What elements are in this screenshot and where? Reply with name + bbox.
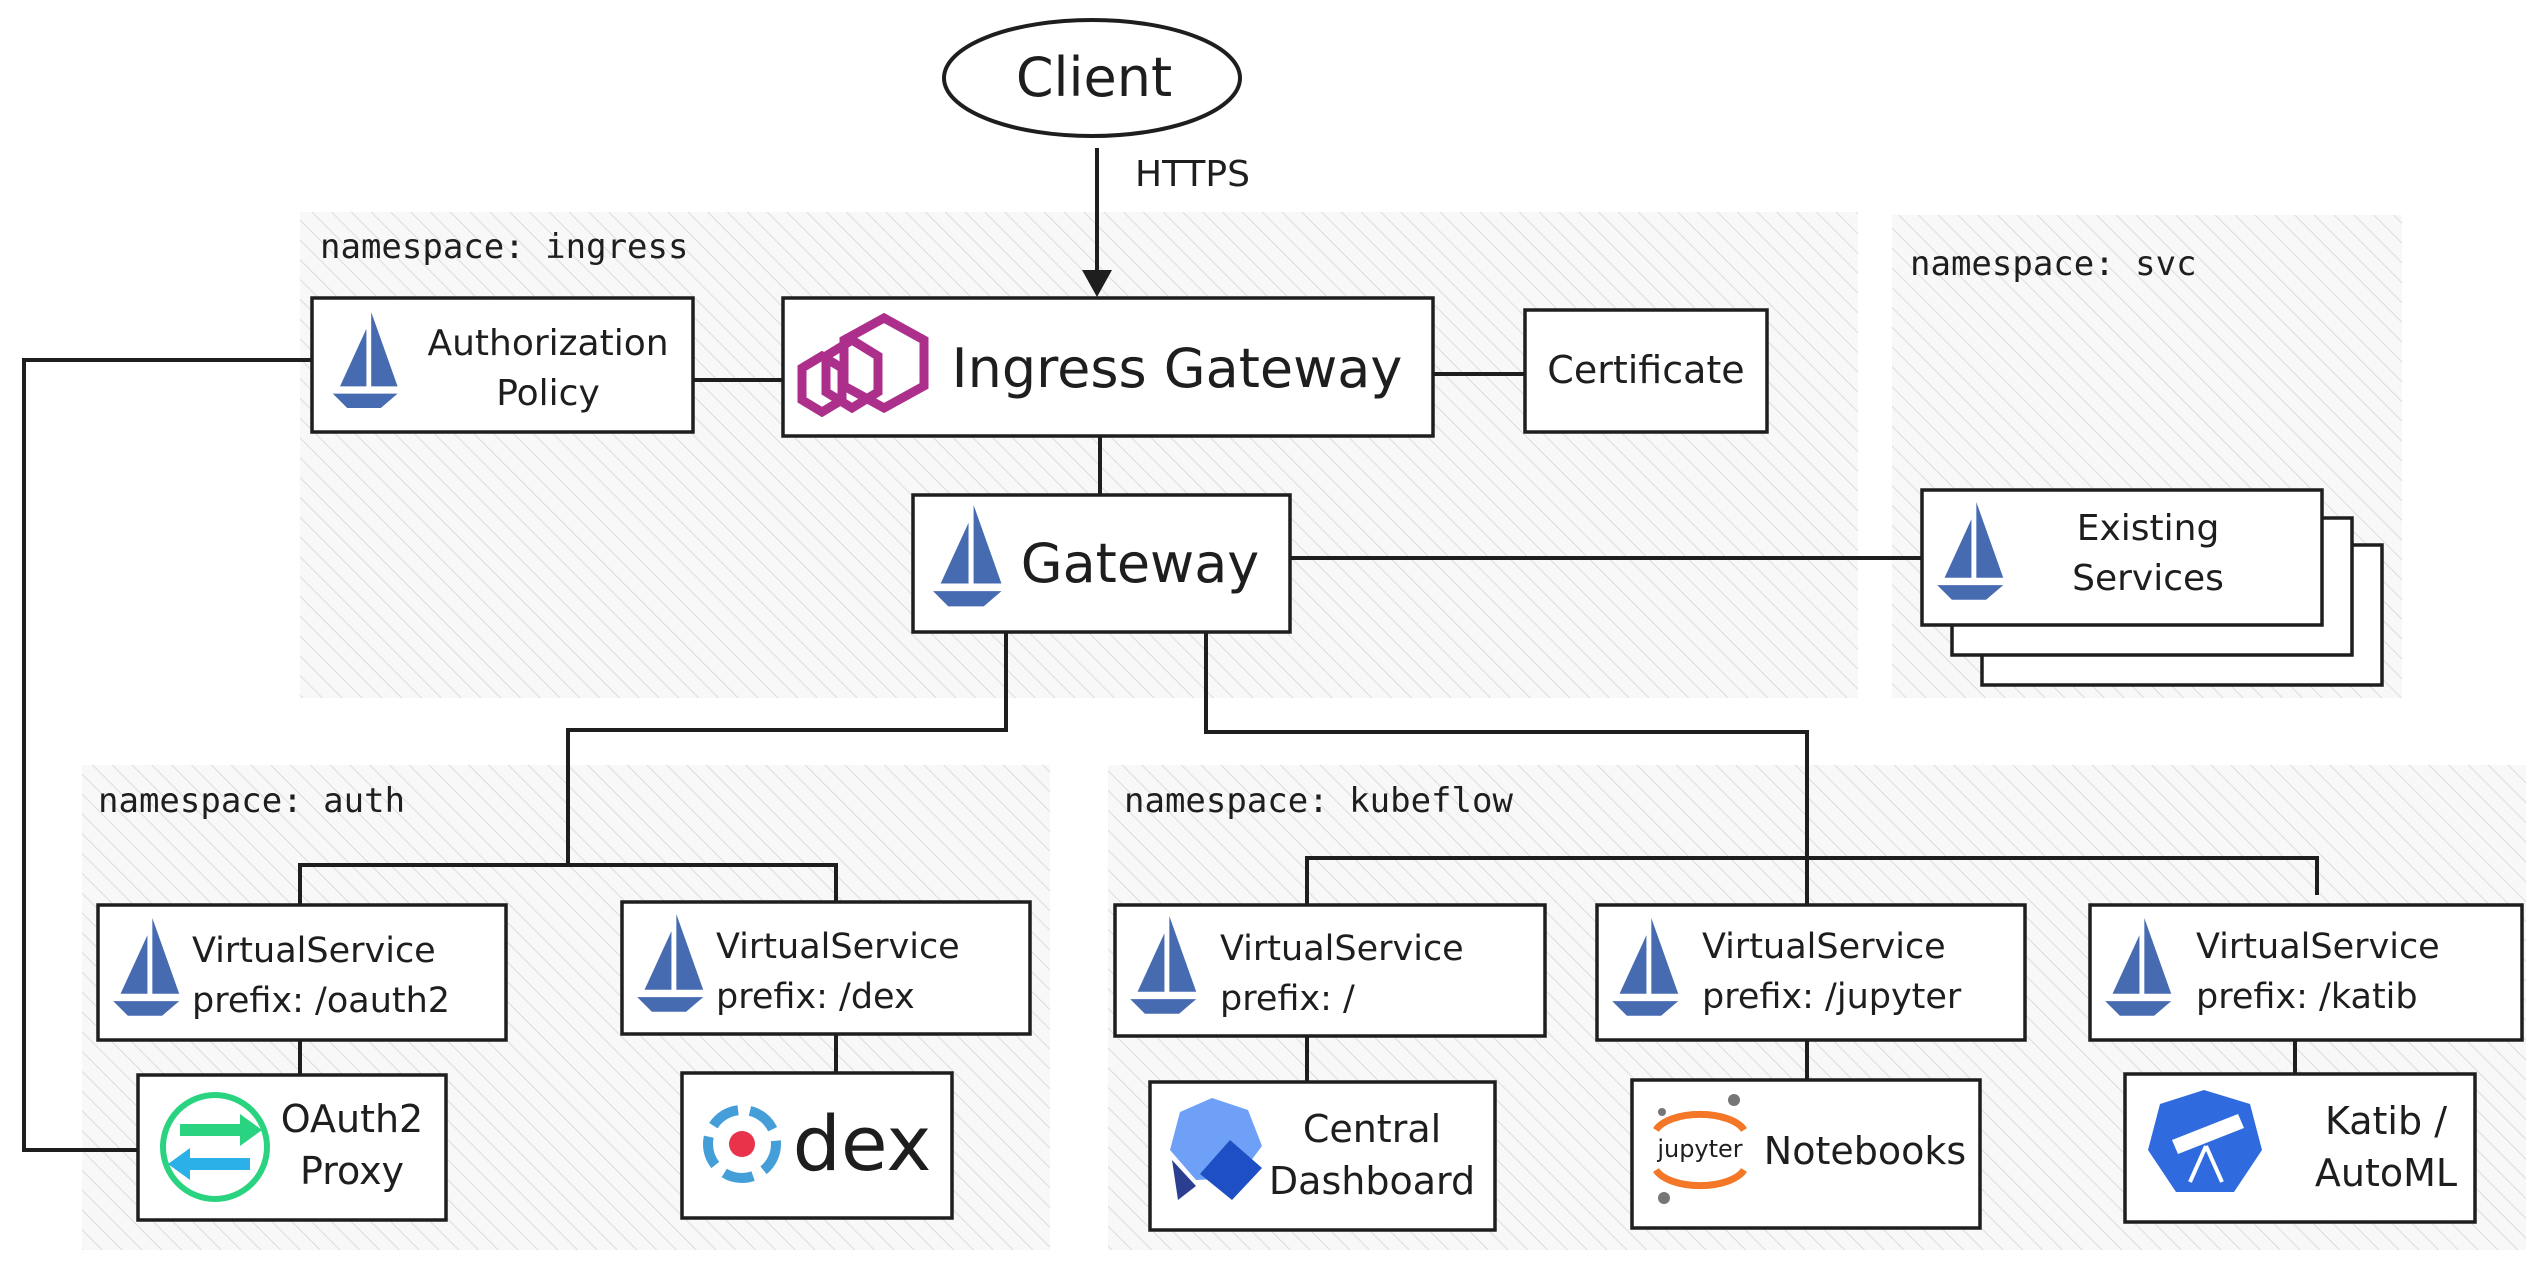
vs-root-line2: prefix: / [1220, 979, 1355, 1019]
katib-logo-icon [2148, 1090, 2262, 1192]
notebooks-node: jupyter Notebooks [1630, 1078, 1982, 1230]
katib-line1: Katib / [2325, 1099, 2447, 1143]
existing-services-line2: Services [2072, 558, 2224, 599]
client-label: Client [1016, 46, 1172, 109]
oauth2-proxy-node: OAuth2 Proxy [136, 1073, 448, 1222]
vs-root-line1: VirtualService [1220, 929, 1464, 969]
namespace-ingress-label: namespace: ingress [320, 227, 688, 267]
namespace-svc-label: namespace: svc [1910, 244, 2197, 284]
envoy-icon [797, 312, 929, 418]
oauth2-proxy-line2: Proxy [300, 1149, 404, 1193]
vs-dex-line2: prefix: /dex [716, 977, 915, 1017]
virtualservice-root-node: VirtualService prefix: / [1113, 903, 1547, 1038]
dex-node: dex [680, 1071, 954, 1220]
dex-label: dex [793, 1099, 932, 1188]
certificate-node: Certificate [1523, 308, 1769, 434]
notebooks-label: Notebooks [1764, 1129, 1966, 1173]
gateway-node: Gateway [911, 493, 1292, 634]
vs-dex-line1: VirtualService [716, 927, 960, 967]
connectors [22, 148, 2319, 1152]
virtualservice-jupyter-node: VirtualService prefix: /jupyter [1595, 903, 2027, 1042]
virtualservice-oauth2-node: VirtualService prefix: /oauth2 [96, 903, 508, 1042]
central-dashboard-node: Central Dashboard [1148, 1080, 1497, 1232]
dex-logo-icon [703, 1105, 781, 1183]
oauth2-proxy-line1: OAuth2 [281, 1097, 423, 1141]
jupyter-logo-text: jupyter [1656, 1135, 1742, 1163]
namespace-kubeflow-label: namespace: kubeflow [1124, 781, 1513, 821]
central-dashboard-line1: Central [1303, 1107, 1441, 1151]
ingress-gateway-label: Ingress Gateway [952, 337, 1403, 400]
oauth2-proxy-icon [160, 1092, 270, 1202]
virtualservice-katib-node: VirtualService prefix: /katib [2088, 903, 2524, 1042]
https-label: HTTPS [1135, 154, 1250, 195]
certificate-label: Certificate [1547, 348, 1744, 392]
kubeflow-logo-icon [1170, 1098, 1262, 1200]
katib-line2: AutoML [2315, 1151, 2457, 1195]
vs-katib-line1: VirtualService [2196, 927, 2440, 967]
existing-services-line1: Existing [2077, 508, 2220, 549]
authorization-policy-line2: Policy [496, 373, 600, 414]
vs-oauth2-line2: prefix: /oauth2 [192, 981, 450, 1021]
ingress-gateway-node: Ingress Gateway [781, 296, 1435, 438]
virtualservice-dex-node: VirtualService prefix: /dex [620, 900, 1032, 1036]
vs-katib-line2: prefix: /katib [2196, 977, 2418, 1017]
vs-jupyter-line1: VirtualService [1702, 927, 1946, 967]
gateway-label: Gateway [1021, 532, 1260, 595]
jupyter-logo-icon: jupyter [1653, 1094, 1747, 1204]
vs-jupyter-line2: prefix: /jupyter [1702, 977, 1962, 1017]
central-dashboard-line2: Dashboard [1269, 1159, 1475, 1203]
namespace-auth-label: namespace: auth [98, 781, 405, 821]
authorization-policy-node: Authorization Policy [310, 296, 695, 434]
katib-node: Katib / AutoML [2123, 1072, 2477, 1224]
authorization-policy-line1: Authorization [427, 323, 668, 364]
client-node: Client [942, 18, 1242, 138]
existing-services-node: Existing Services [1920, 488, 2384, 687]
vs-oauth2-line1: VirtualService [192, 931, 436, 971]
